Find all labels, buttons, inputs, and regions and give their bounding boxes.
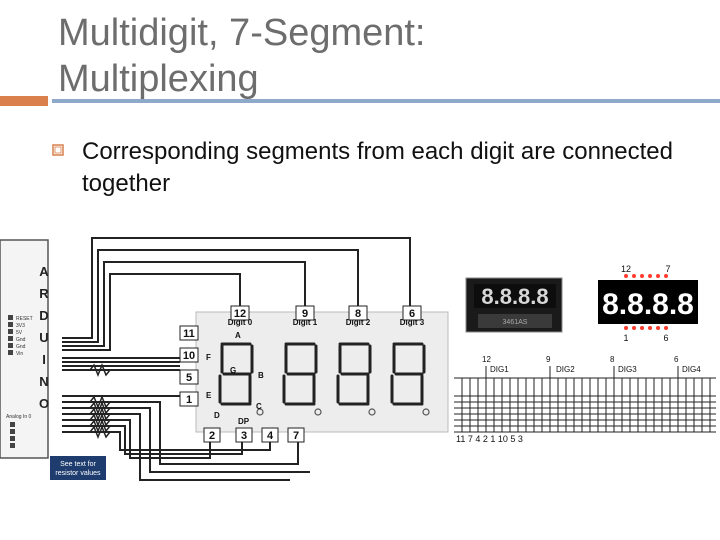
left-pin: 5	[186, 372, 192, 384]
power-pin-label: Gnd	[16, 337, 26, 343]
schematic-pin: 8	[610, 355, 615, 364]
hollow-square-bullet-icon	[52, 144, 64, 156]
bottom-pin: 7	[293, 430, 299, 442]
bottom-pin: 3	[241, 430, 247, 442]
title-accent-bar	[0, 96, 48, 106]
top-pin: 9	[302, 308, 308, 320]
title-line-2: Multiplexing	[58, 58, 259, 100]
power-pin-label: Vin	[16, 351, 23, 357]
arduino-letter: D	[39, 308, 48, 323]
left-pin: 11	[183, 328, 195, 340]
schematic-pin: 12	[482, 355, 491, 364]
segment-letter-f: F	[206, 353, 211, 362]
segment-letter-g: G	[230, 366, 236, 375]
photo-part-text: 3461AS	[503, 319, 528, 326]
photo-display-digits: 8.8.8.8	[481, 284, 548, 309]
segment-letter-d: D	[214, 411, 220, 420]
arduino-board: A R D U I N O RESET 3V3 5V Gnd Gnd Vin A…	[0, 239, 106, 480]
arduino-letter: A	[39, 264, 49, 279]
pinout-display-digits: 8.8.8.8	[602, 288, 694, 321]
power-pin-label: Gnd	[16, 344, 26, 350]
power-pin-label: RESET	[16, 316, 33, 322]
digit-label: Digit 0	[228, 318, 253, 327]
resistors	[89, 362, 111, 440]
schematic-bottom-pins: 11 7 4 2 1 10 5 3	[456, 434, 523, 444]
top-pin: 12	[234, 308, 246, 320]
arduino-letter: I	[42, 352, 46, 367]
bottom-pin: 2	[209, 430, 215, 442]
pinout-top-pin: 7	[665, 264, 670, 274]
pinout-top-pin: 12	[621, 264, 631, 274]
schematic: 12 9 8 6 DIG1 DIG2 DIG3 DIG4 11 7 4 2 1 …	[454, 355, 716, 444]
pinout-bottom-pin: 6	[663, 333, 668, 343]
schematic-digit: DIG4	[682, 365, 701, 374]
power-pin-label: 3V3	[16, 323, 25, 329]
schematic-pin: 9	[546, 355, 551, 364]
pin-boxes: 12 9 8 6 11 10 5 1 2 3 4 7	[179, 305, 422, 443]
wiring-figure: A R D U I N O RESET 3V3 5V Gnd Gnd Vin A…	[0, 237, 716, 481]
resistor-note-line-1: See text for	[60, 461, 96, 468]
display-photo: 8.8.8.8 3461AS	[465, 277, 563, 333]
segment-letter-dp: DP	[238, 417, 250, 426]
arduino-letter: R	[39, 286, 49, 301]
digit-label: Digit 3	[400, 318, 425, 327]
resistor-note-box	[50, 456, 106, 480]
segment-letter-b: B	[258, 371, 264, 380]
segment-letter-e: E	[206, 391, 212, 400]
title-underline	[52, 99, 720, 103]
schematic-digit: DIG3	[618, 365, 637, 374]
schematic-digit: DIG2	[556, 365, 575, 374]
bottom-pin: 4	[267, 430, 274, 442]
segment-letter-a: A	[235, 331, 241, 340]
left-pin: 10	[183, 350, 195, 362]
slide-title: Multidigit, 7-Segment: Multiplexing	[58, 10, 678, 102]
bullet-text: Corresponding segments from each digit a…	[82, 138, 673, 197]
arduino-letter: O	[39, 396, 49, 411]
segment-letter-c: C	[256, 402, 262, 411]
seven-segment-display: Digit 0 Digit 1 Digit 2 Digit 3 A B C D …	[195, 311, 449, 433]
analog-label: Analog In 0	[6, 414, 32, 420]
digit-label: Digit 2	[346, 318, 371, 327]
digit-label: Digit 1	[293, 318, 318, 327]
arduino-letter: N	[39, 374, 48, 389]
power-pin-label: 5V	[16, 330, 23, 336]
schematic-digit: DIG1	[490, 365, 509, 374]
top-pin: 8	[355, 308, 361, 320]
resistor-note-line-2: resistor values	[55, 470, 101, 477]
left-pin: 1	[186, 394, 192, 406]
title-line-1: Multidigit, 7-Segment:	[58, 12, 426, 54]
pinout-bottom-pin: 1	[623, 333, 628, 343]
top-pin: 6	[409, 308, 415, 320]
schematic-pin: 6	[674, 355, 679, 364]
arduino-letter: U	[39, 330, 48, 345]
pinout-display: 12 7 8.8.8.8 1 6	[598, 264, 698, 343]
